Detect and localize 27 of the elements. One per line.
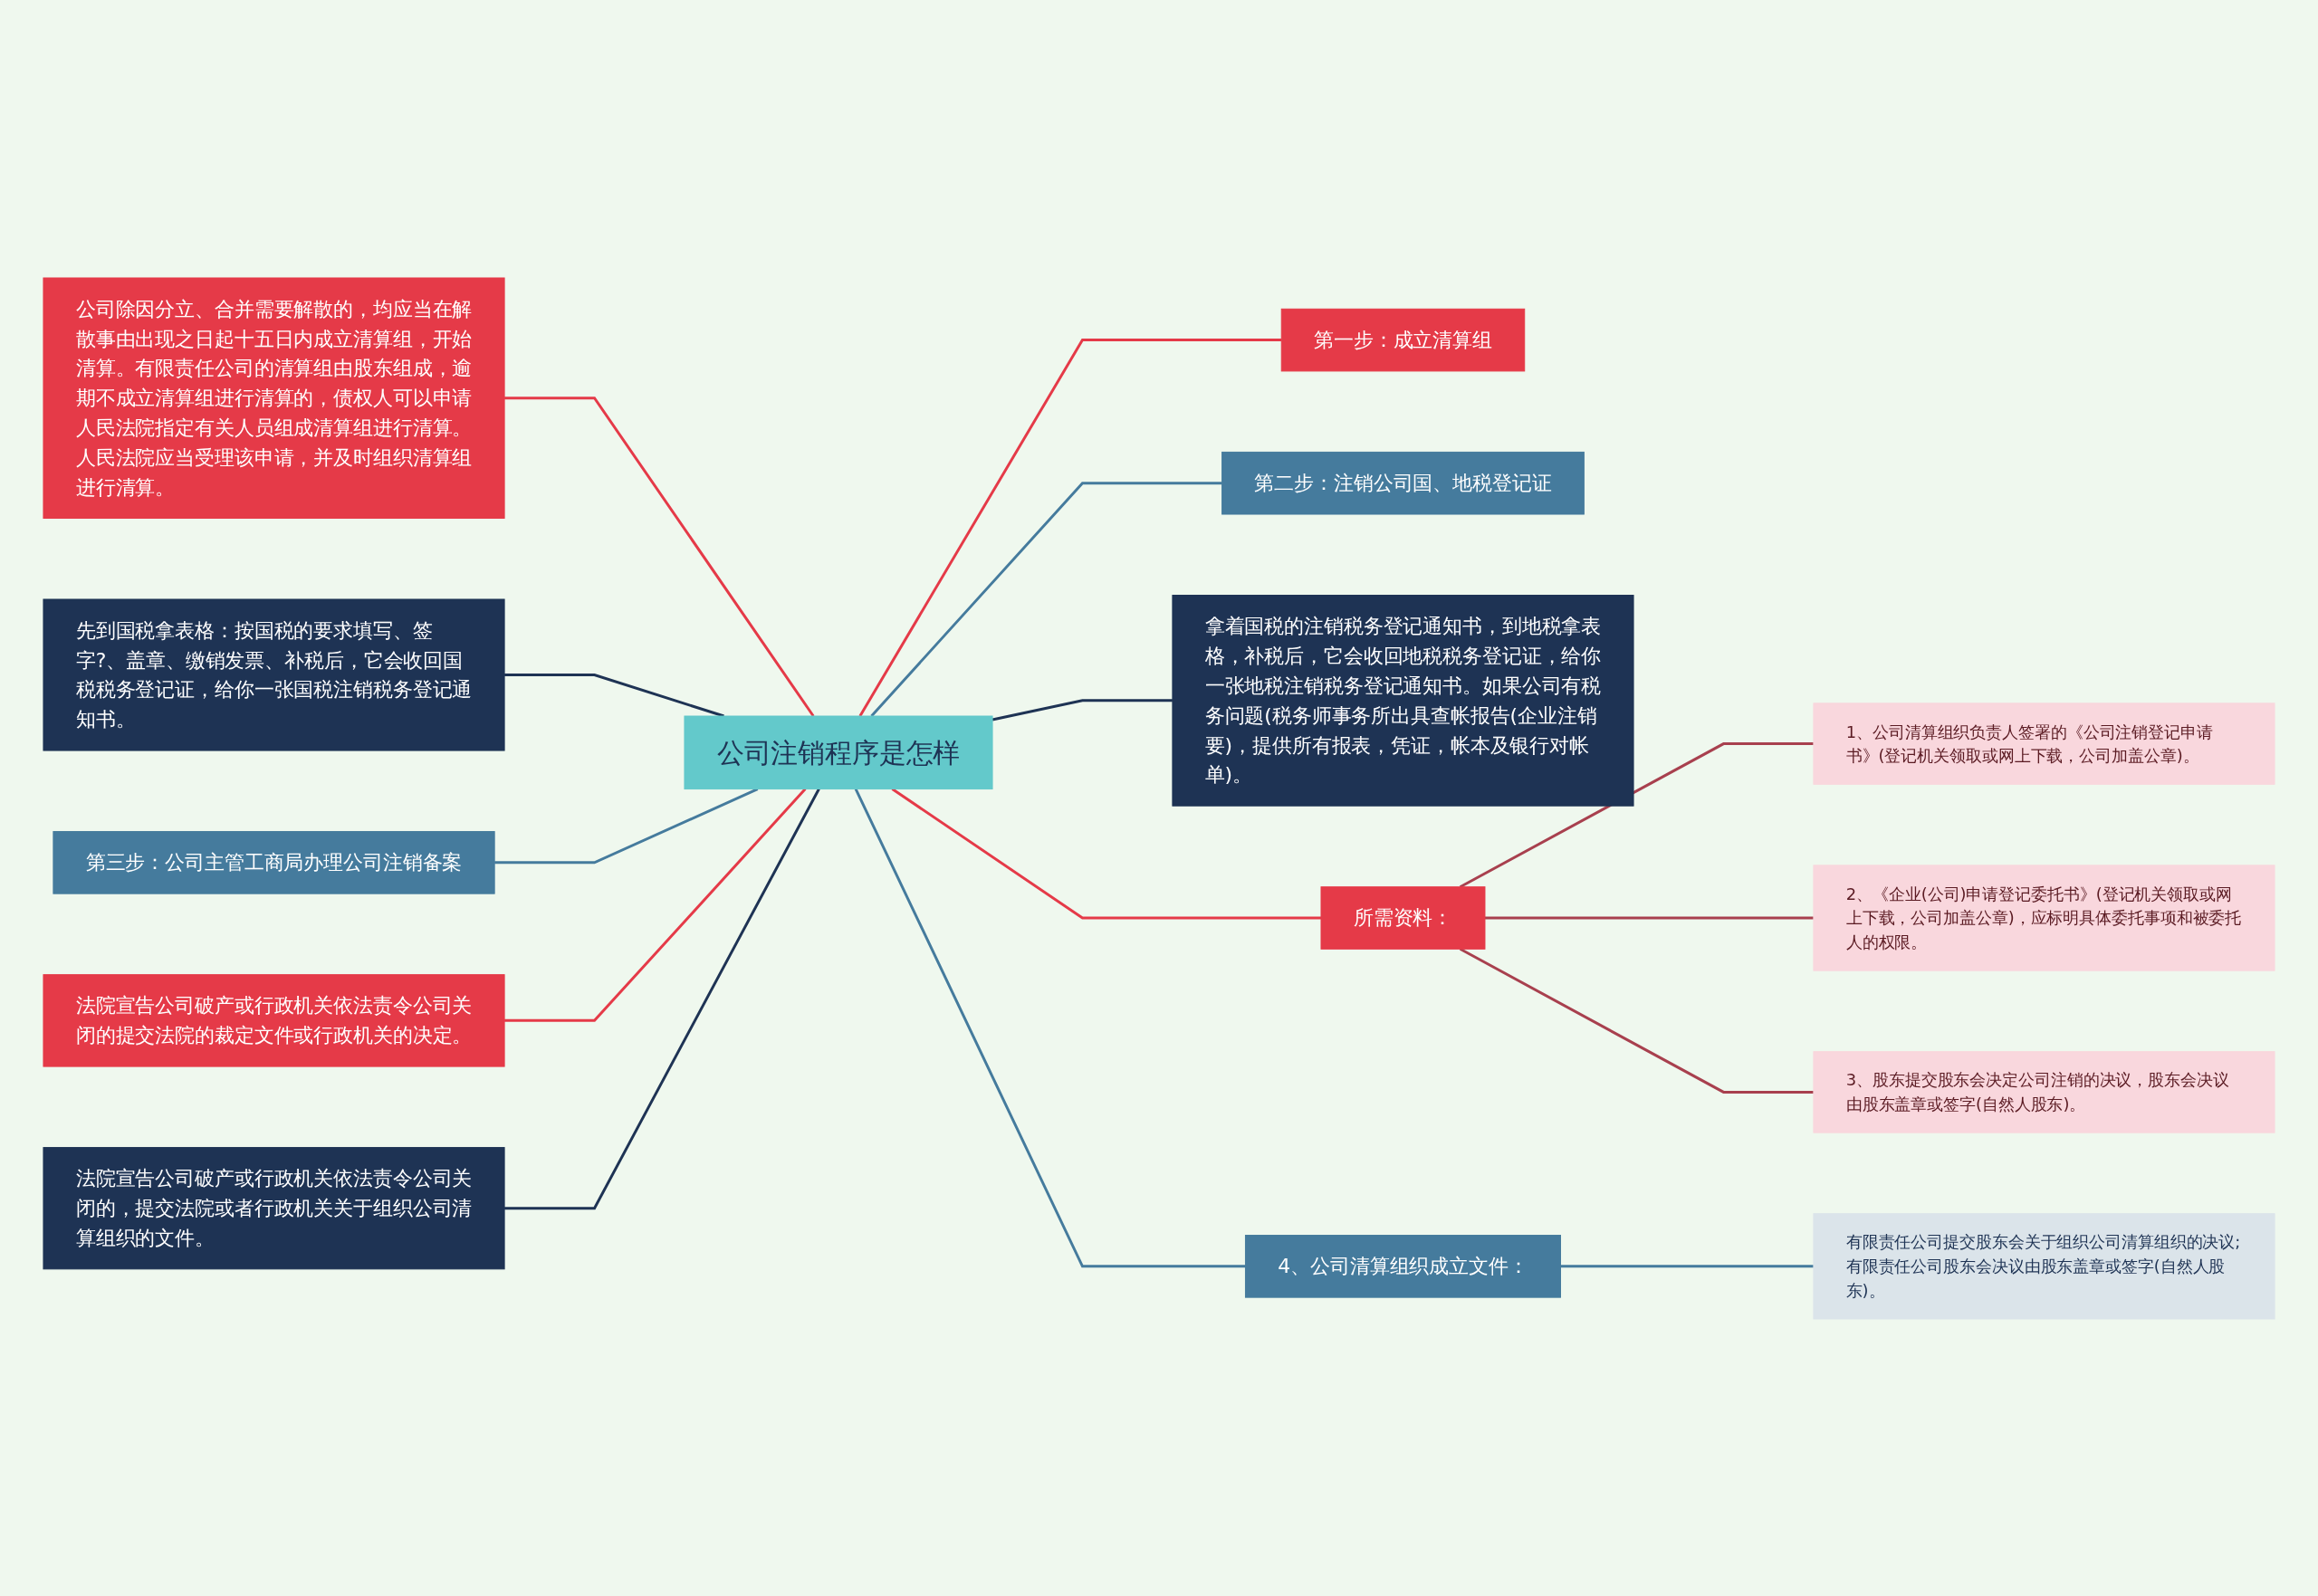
- node-box: 第三步：公司主管工商局办理公司注销备案: [53, 830, 495, 894]
- connector: [1484, 916, 1814, 919]
- node-box: 有限责任公司提交股东会关于组织公司清算组织的决议;有限责任公司股东会决议由股东盖章或签字(自然人股东)。: [1813, 1212, 2275, 1319]
- node-box: 先到国税拿表格：按国税的要求填写、签字?、盖章、缴销发票、补税后，它会收回国税税务登记证，给你一张国税注销税务登记通知书。: [43, 598, 505, 751]
- node-box: 2、《企业(公司)申请登记委托书》(登记机关领取或网上下载，公司加盖公章)，应标明具体委托事项和被委托人的权限。: [1813, 864, 2275, 971]
- node-box: 公司除因分立、合并需要解散的，均应当在解散事由出现之日起十五日内成立清算组，开始清算。有限责任公司的清算组由股东组成，逾期不成立清算组进行清算的，债权人可以申请人民法院指定有关人员组成清算组进行清算。人民法院应当受理该申请，并及时组织清算组进行清算。: [43, 277, 505, 519]
- connector: [504, 788, 807, 1022]
- node-box: 公司注销程序是怎样: [684, 715, 993, 789]
- connector: [504, 788, 820, 1209]
- node-box: 3、股东提交股东会决定公司注销的决议，股东会决议由股东盖章或签字(自然人股东)。: [1813, 1050, 2275, 1133]
- node-box: 1、公司清算组织负责人签署的《公司注销登记申请书》(登记机关领取或网上下载，公司加盖公章)。: [1813, 702, 2275, 785]
- connector: [1459, 741, 1814, 888]
- connector: [991, 698, 1173, 721]
- node-box: 法院宣告公司破产或行政机关依法责令公司关闭的提交法院的裁定文件或行政机关的决定。: [43, 973, 505, 1067]
- node-box: 法院宣告公司破产或行政机关依法责令公司关闭的，提交法院或者行政机关关于组织公司清算组织的文件。: [43, 1146, 505, 1269]
- node-box: 第二步：注销公司国、地税登记证: [1221, 451, 1585, 514]
- node-box: 第一步：成立清算组: [1280, 308, 1526, 371]
- connector: [854, 788, 1246, 1267]
- connector: [1459, 947, 1814, 1094]
- node-box: 拿着国税的注销税务登记通知书，到地税拿表格，补税后，它会收回地税税务登记证，给你一张地税注销税务登记通知书。如果公司有税务问题(税务师事务所出具查帐报告(企业注销要)，提供所有报表，凭证，帐本及银行对帐单)。: [1172, 594, 1634, 807]
- connector: [1560, 1264, 1814, 1267]
- connector: [870, 481, 1222, 717]
- connector: [858, 338, 1282, 717]
- connector: [504, 396, 815, 717]
- node-box: 4、公司清算组织成立文件：: [1244, 1234, 1561, 1298]
- node-box: 所需资料：: [1320, 885, 1486, 950]
- connector: [504, 673, 724, 717]
